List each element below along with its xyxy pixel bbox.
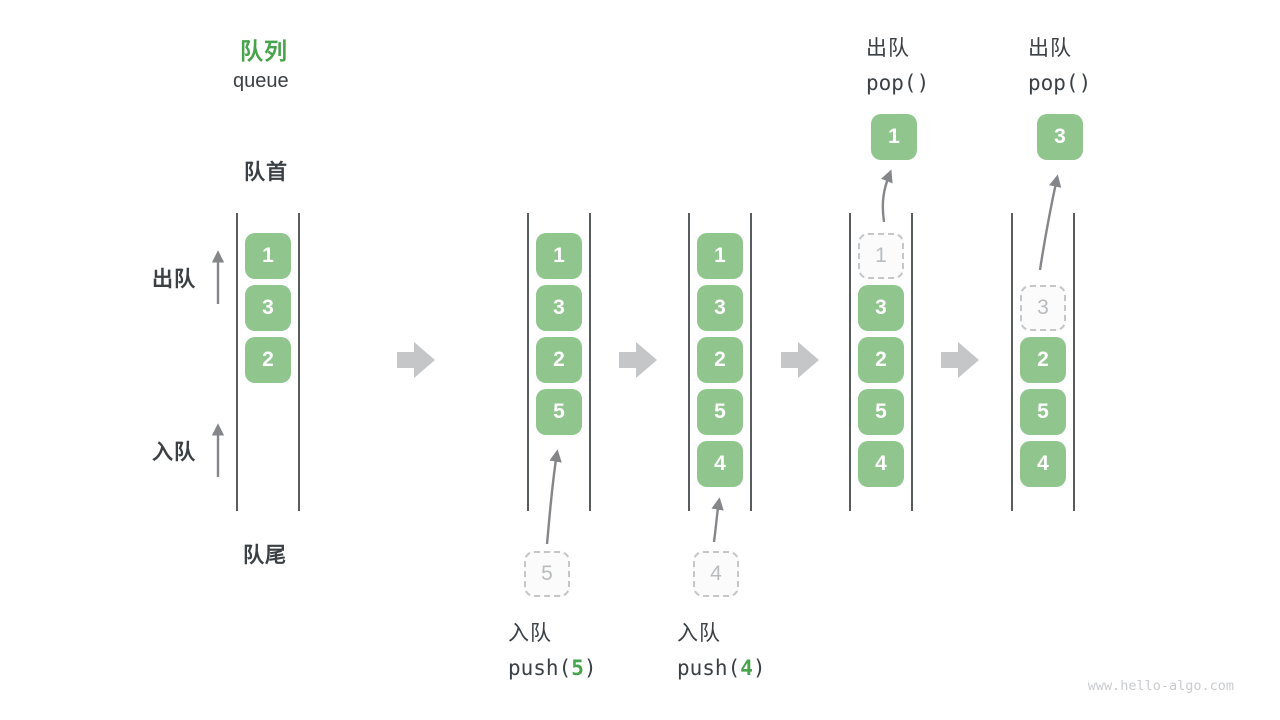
queue-item: 4: [1020, 441, 1066, 487]
queue-wall: [298, 213, 300, 511]
queue-wall: [1011, 213, 1013, 511]
state-transition-arrow-icon: [781, 342, 819, 378]
queue-item: 1: [245, 233, 291, 279]
queue-item: 2: [697, 337, 743, 383]
figure-title-zh: 队列: [240, 38, 288, 64]
push-4-arrow-icon: [711, 497, 724, 543]
enqueue-op-code: push(5): [508, 656, 597, 680]
queue-item: 2: [245, 337, 291, 383]
queue-item: 2: [1020, 337, 1066, 383]
queue-item: 5: [1020, 389, 1066, 435]
queue-item: 4: [858, 441, 904, 487]
label-enqueue-direction: 入队: [152, 441, 196, 464]
dequeue-op-pop3: 出队 pop(): [1028, 32, 1091, 95]
state-transition-arrow-icon: [619, 342, 657, 378]
push-5-arrow-icon: [545, 449, 562, 545]
push-arg: 5: [571, 656, 584, 680]
queue-item: 2: [536, 337, 582, 383]
queue-item: 3: [536, 285, 582, 331]
queue-item: 3: [858, 285, 904, 331]
state-transition-arrow-icon: [397, 342, 435, 378]
queue-wall: [750, 213, 752, 511]
queue-wall: [527, 213, 529, 511]
enqueue-op-push4: 入队 push(4): [677, 617, 766, 680]
queue-wall: [589, 213, 591, 511]
queue-item-removed: 1: [858, 233, 904, 279]
queue-item: 3: [697, 285, 743, 331]
dequeue-op-label: 出队: [866, 37, 910, 60]
popped-item: 1: [871, 114, 917, 160]
dequeue-op-label: 出队: [1028, 37, 1072, 60]
figure-title-en: queue: [233, 70, 289, 92]
label-queue-rear: 队尾: [243, 544, 287, 567]
queue-wall: [688, 213, 690, 511]
push-arg: 4: [740, 656, 753, 680]
pop-1-arrow-icon: [880, 169, 893, 223]
queue-item: 1: [536, 233, 582, 279]
enqueue-op-code: push(4): [677, 656, 766, 680]
label-dequeue-direction: 出队: [152, 268, 196, 291]
dequeue-op-code: pop(): [1028, 71, 1092, 95]
incoming-item: 5: [524, 551, 570, 597]
queue-item: 5: [536, 389, 582, 435]
pop-3-arrow-icon: [1038, 174, 1062, 271]
queue-item: 3: [245, 285, 291, 331]
watermark: www.hello-algo.com: [1087, 678, 1234, 694]
incoming-item: 4: [693, 551, 739, 597]
queue-item-removed: 3: [1020, 285, 1066, 331]
queue-wall: [849, 213, 851, 511]
queue-wall: [236, 213, 238, 511]
state-transition-arrow-icon: [941, 342, 979, 378]
queue-wall: [911, 213, 913, 511]
queue-item: 5: [697, 389, 743, 435]
queue-item: 4: [697, 441, 743, 487]
dequeue-op-code: pop(): [866, 71, 930, 95]
enqueue-op-label: 入队: [508, 622, 552, 645]
popped-item: 3: [1037, 114, 1083, 160]
queue-item: 2: [858, 337, 904, 383]
queue-wall: [1073, 213, 1075, 511]
enqueue-op-push5: 入队 push(5): [508, 617, 597, 680]
label-queue-front: 队首: [244, 161, 288, 184]
enqueue-op-label: 入队: [677, 622, 721, 645]
dequeue-op-pop1: 出队 pop(): [866, 32, 929, 95]
queue-item: 5: [858, 389, 904, 435]
queue-item: 1: [697, 233, 743, 279]
